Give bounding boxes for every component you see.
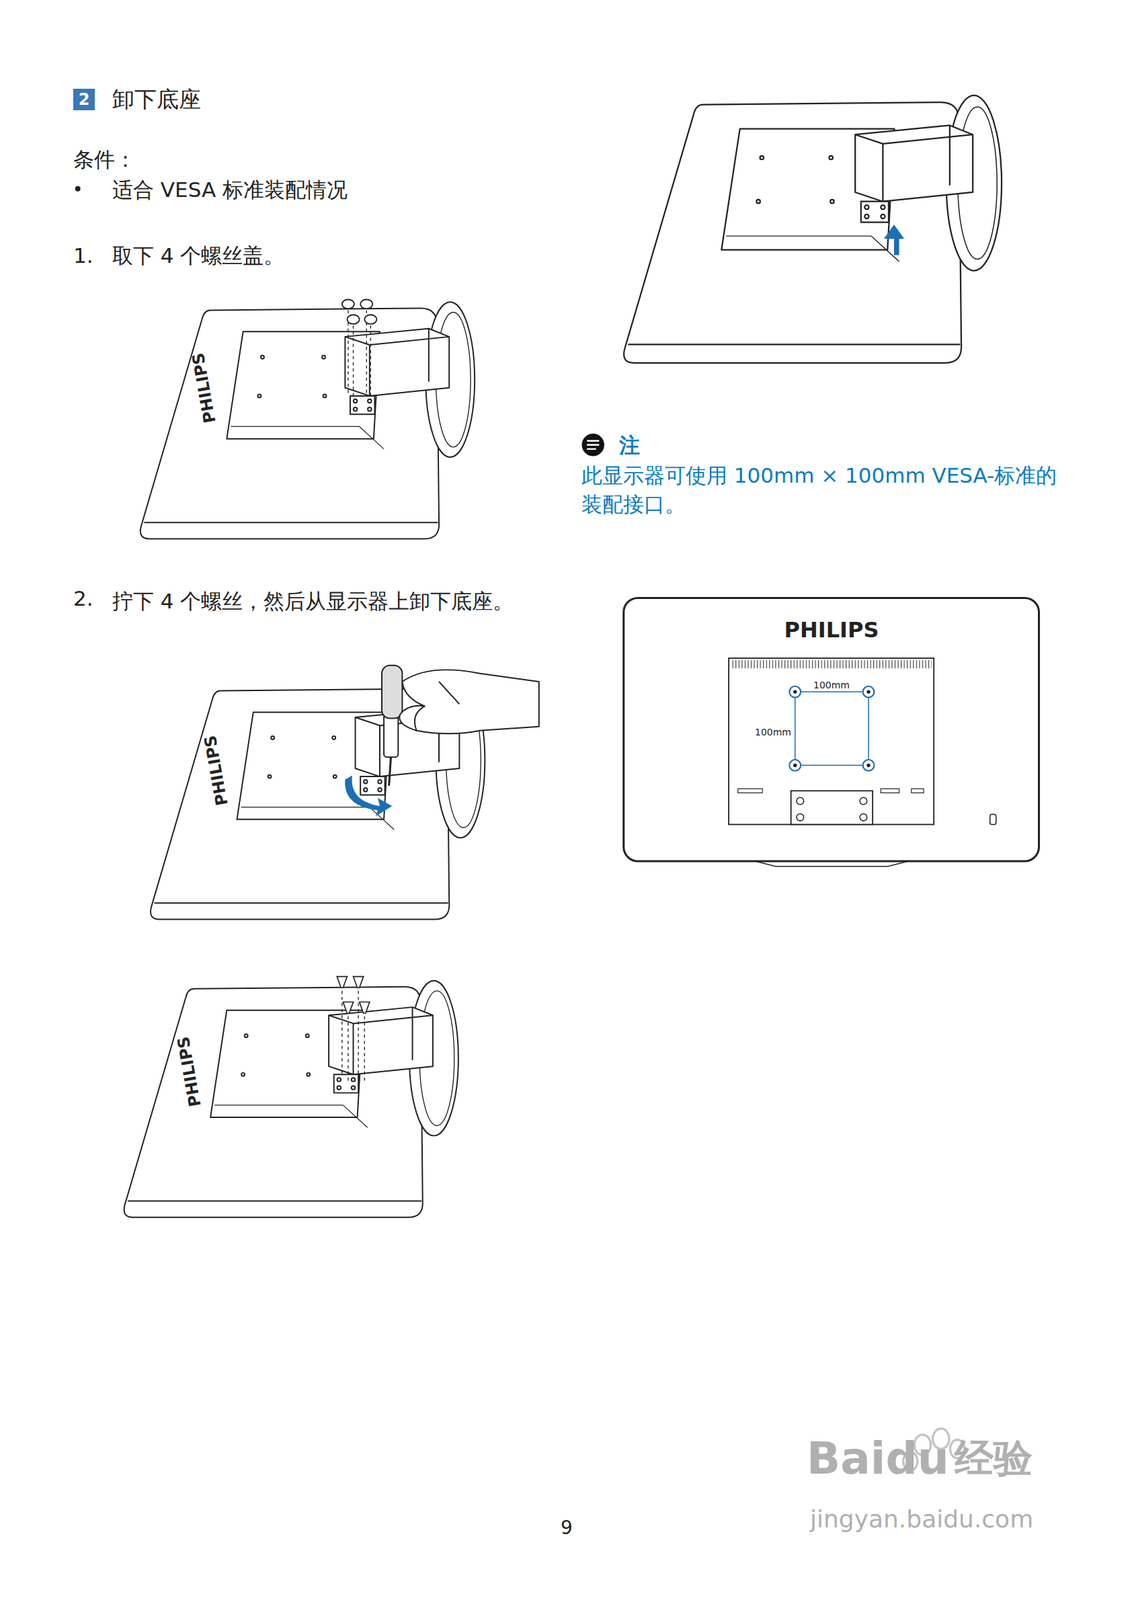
step-number: 2.: [73, 586, 94, 612]
step-text: 拧下 4 个螺丝，然后从显示器上卸下底座。: [112, 586, 556, 617]
section-number: 2: [78, 91, 91, 108]
dimension-label: 100mm: [754, 726, 792, 739]
page-number: 9: [560, 1516, 573, 1540]
step-text: 取下 4 个螺丝盖。: [112, 243, 285, 269]
note-text: 此显示器可使用 100mm × 100mm VESA-标准的装配接口。: [581, 461, 1066, 520]
section-title: 卸下底座: [112, 86, 201, 113]
section-number-box: 2: [73, 88, 95, 111]
dimension-label: 100mm: [813, 679, 850, 692]
step-number: 1.: [73, 243, 94, 269]
condition-heading: 条件：: [73, 147, 136, 173]
condition-item: 适合 VESA 标准装配情况: [112, 177, 348, 203]
note-heading: 注: [619, 432, 640, 458]
watermark: jingyan.baidu.com: [810, 1504, 1034, 1534]
watermark: 经验: [954, 1435, 1033, 1483]
brand-logo: PHILIPS: [784, 617, 880, 643]
watermark: Baidu: [806, 1431, 950, 1485]
